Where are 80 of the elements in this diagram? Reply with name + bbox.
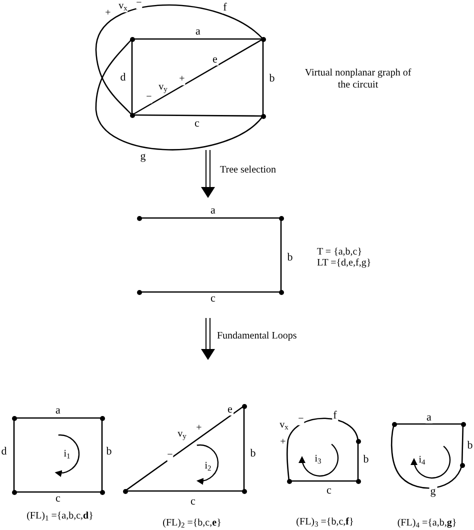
annotation-text: i$_{1}$ xyxy=(64,448,70,460)
graph-vertex xyxy=(260,36,266,42)
graph-vertex xyxy=(260,114,266,118)
graph-branch xyxy=(131,39,133,115)
graph-branch xyxy=(13,418,15,492)
graph-vertex xyxy=(12,490,16,494)
graph-vertex xyxy=(460,422,466,426)
graph-branch xyxy=(280,218,282,292)
graph-vertex xyxy=(100,416,104,420)
graph-branch xyxy=(139,217,281,219)
graph-vertex xyxy=(278,290,284,294)
annotation-text: (FL)$_{4}$ ={a,b,g} xyxy=(397,517,457,529)
edge-label: f xyxy=(222,2,228,14)
annotation-text: Fundamental Loops xyxy=(217,330,298,342)
annotation-text: T = {a,b,c} xyxy=(317,246,362,258)
annotation-text: − xyxy=(136,0,142,9)
graph-branch xyxy=(289,480,358,482)
edge-label: b xyxy=(249,448,257,460)
annotation-text: (FL)$_{1}$ ={a,b,c,d} xyxy=(26,510,94,522)
graph-vertex xyxy=(356,438,360,444)
graph-branch xyxy=(262,39,264,116)
edge-label: c xyxy=(210,294,216,304)
graph-branch xyxy=(243,406,245,491)
graph-branch xyxy=(124,405,244,492)
edge-label: a xyxy=(194,26,202,38)
graph-vertex xyxy=(12,416,16,420)
graph-vertex xyxy=(130,36,134,42)
annotation-text: i$_{3}$ xyxy=(314,453,322,465)
edge-label: g xyxy=(139,152,147,162)
graph-branch xyxy=(14,417,102,419)
graph-vertex xyxy=(136,216,142,220)
annotation-text: i$_{2}$ xyxy=(204,460,212,472)
graph-vertex xyxy=(242,488,246,494)
graph-vertex xyxy=(356,478,360,484)
annotation-text: Tree selection xyxy=(220,164,276,176)
edge-label: c xyxy=(326,486,332,496)
edge-label: e xyxy=(226,404,234,416)
edge-label: b xyxy=(362,454,370,466)
annotation-text: (FL)$_{3}$ ={b,c,f} xyxy=(296,516,354,528)
graph-branch xyxy=(357,441,359,481)
annotation-text: LT ={d,e,f,g} xyxy=(317,257,372,269)
graph-branch xyxy=(125,490,244,492)
edge-label: b xyxy=(286,252,294,264)
edge-label: b xyxy=(466,440,474,452)
edge-label: b xyxy=(268,74,276,84)
graph-branch xyxy=(14,491,102,493)
edge-label: c xyxy=(190,496,196,508)
graph-branch xyxy=(95,4,264,116)
graph-vertex xyxy=(136,290,142,294)
graph-branch xyxy=(132,114,263,117)
graph-branch xyxy=(132,38,263,40)
graph-branch xyxy=(139,291,281,293)
graph-vertex xyxy=(100,490,104,494)
annotation-text: Virtual nonplanar graph of the circuit xyxy=(304,68,412,90)
graph-branch xyxy=(394,423,463,425)
annotation-text: (FL)$_{2}$ ={b,c,e} xyxy=(162,517,222,529)
edge-label: c xyxy=(54,494,62,504)
edge-label: b xyxy=(105,446,113,458)
annotation-text: + xyxy=(179,73,185,85)
graph-vertex xyxy=(460,462,464,468)
graph-branch xyxy=(132,38,264,116)
graph-vertex xyxy=(242,404,246,408)
edge-label: a xyxy=(210,206,216,216)
graph-vertex xyxy=(130,112,134,118)
edge-label: f xyxy=(332,410,338,422)
edge-label: c xyxy=(194,118,200,130)
edge-label: e xyxy=(212,54,218,66)
graph-branch xyxy=(95,38,264,150)
edge-label: a xyxy=(54,406,62,416)
edge-label: a xyxy=(426,412,432,424)
edge-label: g xyxy=(429,486,437,498)
graph-branch xyxy=(286,418,359,482)
annotation-text: i$_{4}$ xyxy=(418,454,426,466)
edge-label: d xyxy=(119,72,127,84)
graph-vertex xyxy=(122,488,128,494)
graph-vertex xyxy=(392,422,396,426)
edge-label: d xyxy=(0,446,8,458)
graph-vertex xyxy=(278,216,284,220)
graph-vertex xyxy=(286,478,292,484)
graph-branch xyxy=(101,418,103,492)
